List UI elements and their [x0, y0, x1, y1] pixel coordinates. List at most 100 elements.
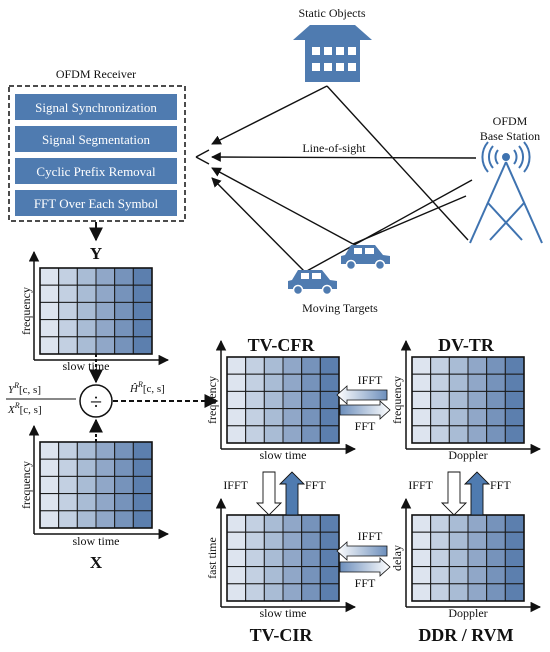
grid-cell: [467, 583, 488, 602]
grid-cell: [58, 319, 78, 338]
grid-cell: [319, 390, 340, 410]
fft-label-cfr-cir: FFT: [305, 478, 326, 492]
grid-cell: [95, 493, 116, 512]
y-axis-label: frequency: [19, 461, 33, 509]
grid-cell: [76, 441, 97, 460]
denominator-args: [c, s]: [20, 404, 42, 416]
grid-cell: [245, 583, 265, 602]
ifft-arrow-cir-ddr: [336, 541, 388, 561]
grid-cell: [486, 373, 506, 392]
grid-cell: [132, 475, 153, 495]
grid-cell: [114, 441, 134, 460]
grid-cell: [504, 514, 525, 533]
grid-cell: [263, 373, 284, 392]
grid-cell: [226, 425, 247, 444]
grid-cell: [58, 301, 78, 321]
numerator-args: [c, s]: [19, 384, 41, 396]
grid-cell: [282, 566, 303, 585]
grid-cell: [467, 425, 488, 444]
x-axis-label: slow time: [260, 448, 307, 462]
grid-cell: [504, 373, 525, 392]
ifft-label-cfr-cir: IFFT: [223, 478, 248, 492]
grid-cell: [504, 531, 525, 550]
grid-cell: [76, 319, 97, 338]
grid-cell: [245, 514, 265, 533]
grid-cell: [95, 319, 116, 338]
grid-cell: [95, 510, 116, 529]
grid-cell: [411, 583, 432, 602]
grid-cell: [411, 408, 432, 427]
building-icon: [293, 25, 372, 82]
grid-cell: [58, 284, 78, 303]
grid-cell: [411, 566, 432, 585]
grid-cell: [39, 475, 60, 495]
grid-cell: [263, 408, 284, 427]
grid-cell: [301, 514, 321, 533]
grid-cell: [132, 441, 153, 460]
grid-cell: [132, 267, 153, 286]
grid-cell: [448, 566, 469, 585]
grid-cell: [263, 531, 284, 550]
grid-border: [226, 356, 340, 444]
base-station-label-line2: Base Station: [480, 129, 540, 143]
numerator-symbol: Y: [8, 384, 16, 396]
grid-cell: [39, 493, 60, 512]
ifft-arrow-cfr-dvtr: [336, 385, 388, 405]
grid-cell: [301, 390, 321, 410]
ifft-label-cir-ddr: IFFT: [358, 529, 383, 543]
grid-cell: [282, 531, 303, 550]
grid-cell: [132, 301, 153, 321]
grid-cell: [467, 390, 488, 410]
grid-cell: [245, 373, 265, 392]
grid-cell: [319, 566, 340, 585]
grid-cell: [39, 336, 60, 355]
grid-cell: [76, 336, 97, 355]
grid-cell: [95, 336, 116, 355]
grid-cell: [467, 514, 488, 533]
grid-cell: [504, 583, 525, 602]
fft-arrow-cir-ddr: [339, 557, 391, 577]
grid-cell: [58, 510, 78, 529]
grid-cell: [467, 531, 488, 550]
grid-cell: [430, 408, 450, 427]
receiver-step-fft: FFT Over Each Symbol: [15, 190, 177, 216]
grid-cell: [39, 284, 60, 303]
grid-cell: [448, 514, 469, 533]
grid-cell: [301, 583, 321, 602]
x-axis-label: slow time: [73, 534, 120, 548]
grid-cell: [319, 548, 340, 568]
grid-cell: [486, 566, 506, 585]
grid-cell: [114, 284, 134, 303]
denominator-sup: R: [14, 401, 20, 410]
receiver-frame: [8, 85, 186, 222]
antenna-tower-icon: [469, 141, 543, 244]
grid-cell: [95, 284, 116, 303]
ifft-arrow-dvtr-ddr: [440, 471, 468, 516]
grid-cell: [486, 408, 506, 427]
x-axis-label: slow time: [63, 359, 110, 373]
grid-cell: [430, 514, 450, 533]
grid-cell: [226, 583, 247, 602]
grid-cell: [263, 566, 284, 585]
grid-cell: [263, 390, 284, 410]
channel-estimate-label: ĤR[c, s]: [129, 380, 165, 395]
grid-cell: [467, 408, 488, 427]
receiver-step-sync: Signal Synchronization: [15, 94, 177, 120]
grid-cell: [411, 425, 432, 444]
grid-cell: [76, 493, 97, 512]
division-fraction: YR[c, s] XR[c, s]: [6, 381, 76, 416]
grid-cell: [58, 493, 78, 512]
grid-cell: [263, 514, 284, 533]
grid-cell: [39, 510, 60, 529]
grid-cell: [486, 548, 506, 568]
grid-cell: [430, 390, 450, 410]
grid-cell: [95, 267, 116, 286]
grid-cell: [76, 301, 97, 321]
fft-label-cir-ddr: FFT: [355, 576, 376, 590]
grid-cell: [226, 390, 247, 410]
